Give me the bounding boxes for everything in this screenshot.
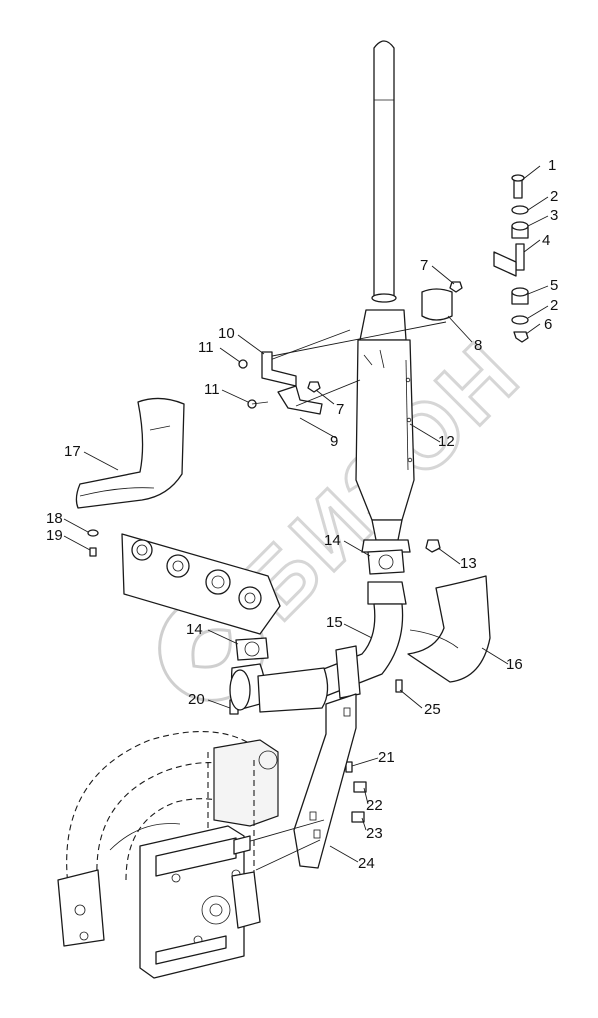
exhaust-elbow-pipe	[229, 581, 407, 713]
mount-hardware	[493, 174, 529, 343]
muffler	[355, 309, 415, 553]
bracket-10	[261, 351, 297, 387]
callout-19: 19	[46, 527, 63, 544]
callout-7b: 7	[336, 401, 344, 418]
callout-labels: 1 2 3 4 5 2 6 7 8 10 11 11 7 9 12 17 18 …	[46, 157, 558, 872]
callout-15: 15	[326, 614, 343, 631]
callout-17: 17	[64, 443, 81, 460]
callout-1: 1	[548, 157, 556, 174]
callout-18: 18	[46, 510, 63, 527]
tailpipe	[371, 40, 397, 303]
callout-23: 23	[366, 825, 383, 842]
callout-2: 2	[550, 188, 558, 205]
callout-2b: 2	[550, 297, 558, 314]
exhaust-manifold	[121, 533, 281, 635]
heat-shield-lower	[407, 575, 491, 683]
engine-block	[57, 731, 279, 979]
callout-25: 25	[424, 701, 441, 718]
callout-7: 7	[420, 257, 428, 274]
callout-9: 9	[330, 433, 338, 450]
callout-13: 13	[460, 555, 477, 572]
callout-6: 6	[544, 316, 552, 333]
callout-4: 4	[542, 232, 550, 249]
callout-16: 16	[506, 656, 523, 673]
callout-12: 12	[438, 433, 455, 450]
bracket-9	[277, 385, 323, 415]
callout-24: 24	[358, 855, 375, 872]
gaskets	[235, 549, 405, 661]
callout-10: 10	[218, 325, 235, 342]
callout-14: 14	[324, 532, 341, 549]
leader-lines	[63, 165, 549, 863]
watermark-logo-mark	[191, 628, 232, 669]
callout-11: 11	[198, 339, 214, 356]
callout-11b: 11	[204, 381, 220, 398]
clamp-8	[421, 288, 453, 321]
callout-20: 20	[188, 691, 205, 708]
callout-21: 21	[378, 749, 395, 766]
callout-5: 5	[550, 277, 558, 294]
callout-14b: 14	[186, 621, 203, 638]
callout-8: 8	[474, 337, 482, 354]
clamp-brackets	[261, 288, 453, 415]
callout-22: 22	[366, 797, 383, 814]
callout-3: 3	[550, 207, 558, 224]
heat-shield-upper	[75, 397, 185, 509]
